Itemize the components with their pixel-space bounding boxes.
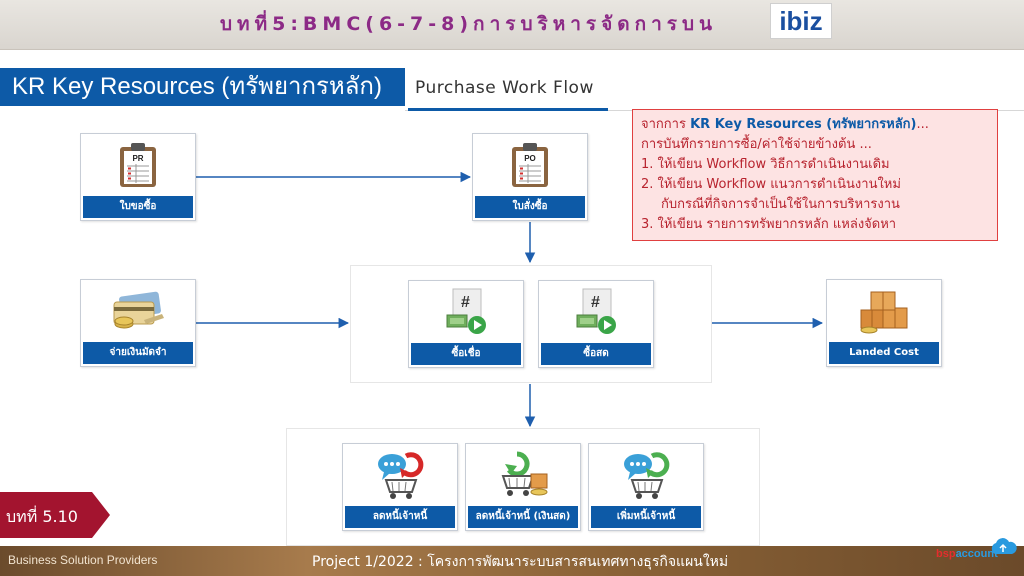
note-line-2: การบันทึกรายการซื้อ/ค่าใช้จ่ายข้างต้น ..… [641, 137, 872, 152]
tab-purchase-work-flow[interactable]: Purchase Work Flow [415, 78, 594, 98]
card-label: ใบขอซื้อ [83, 196, 193, 218]
header-band: บทที่5:BMC(6-7-8)การบริหารจัดการบน ibiz [0, 0, 1024, 50]
card-label: ซื้อเชื่อ [411, 343, 521, 365]
note-line-1: จากการ KR Key Resources (ทรัพยากรหลัก)..… [641, 117, 929, 132]
card-label: ใบสั่งซื้อ [475, 196, 585, 218]
card-purchase-order[interactable]: PO ใบสั่งซื้อ [472, 133, 588, 221]
tab-active-indicator [408, 108, 608, 111]
svg-text:PR: PR [132, 154, 143, 163]
card-reduce-creditor-debt[interactable]: ลดหนี้เจ้าหนี้ [342, 443, 458, 531]
card-deposit-payment[interactable]: จ่ายเงินมัดจำ [80, 279, 196, 367]
cloud-icon [991, 538, 1017, 554]
chapter-badge: บทที่ 5.10 [0, 492, 110, 538]
footer-company: Business Solution Providers [8, 553, 158, 567]
payment-cards-icon [113, 291, 164, 329]
document-play-icon: # [446, 288, 486, 334]
note-line-6: 3. ให้เขียน รายการทรัพยากรหลัก แหล่งจัดห… [641, 217, 897, 232]
note-line-5: กับกรณีที่กิจการจำเป็นใช้ในการบริหารงาน [661, 197, 900, 212]
document-play-icon: # [576, 288, 616, 334]
bsp-account-logo: bspaccount [936, 548, 998, 560]
card-label: ลดหนี้เจ้าหนี้ [345, 506, 455, 528]
footer-project-title: Project 1/2022 : โครงการพัฒนาระบบสารสนเท… [312, 554, 729, 570]
clipboard-po-icon: PO [512, 143, 548, 187]
card-landed-cost[interactable]: Landed Cost [826, 279, 942, 367]
card-increase-creditor-debt[interactable]: เพิ่มหนี้เจ้าหนี้ [588, 443, 704, 531]
purchase-group-frame [350, 265, 712, 383]
cart-chat-add-icon [624, 452, 670, 499]
card-label: เพิ่มหนี้เจ้าหนี้ [591, 506, 701, 528]
chapter-badge-label: บทที่ 5.10 [6, 507, 78, 526]
boxes-icon [860, 291, 908, 334]
instruction-note: จากการ KR Key Resources (ทรัพยากรหลัก)..… [632, 109, 998, 241]
card-label: ซื้อสด [541, 343, 651, 365]
note-line-4: 2. ให้เขียน Workflow แนวการดำเนินงานใหม่ [641, 177, 901, 192]
card-purchase-request[interactable]: PR ใบขอซื้อ [80, 133, 196, 221]
card-reduce-creditor-debt-cash[interactable]: ลดหนี้เจ้าหนี้ (เงินสด) [465, 443, 581, 531]
clipboard-pr-icon: PR [120, 143, 156, 187]
card-label: Landed Cost [829, 342, 939, 364]
card-cash-purchase[interactable]: # ซื้อสด [538, 280, 654, 368]
cart-chat-icon [378, 452, 424, 499]
ibiz-logo: ibiz [770, 3, 832, 39]
section-title: KR Key Resources (ทรัพยากรหลัก) [0, 68, 405, 106]
svg-text:PO: PO [524, 154, 536, 163]
footer-band: Business Solution Providers Project 1/20… [0, 546, 1024, 576]
chapter-title: บทที่5:BMC(6-7-8)การบริหารจัดการบน [220, 13, 718, 35]
svg-text:#: # [461, 294, 470, 311]
card-credit-purchase[interactable]: # ซื้อเชื่อ [408, 280, 524, 368]
card-label: จ่ายเงินมัดจำ [83, 342, 193, 364]
card-label: ลดหนี้เจ้าหนี้ (เงินสด) [468, 506, 578, 528]
svg-text:#: # [591, 294, 600, 311]
note-line-3: 1. ให้เขียน Workflow วิธีการดำเนินงานเดิ… [641, 157, 890, 172]
cart-refund-icon [501, 451, 548, 496]
